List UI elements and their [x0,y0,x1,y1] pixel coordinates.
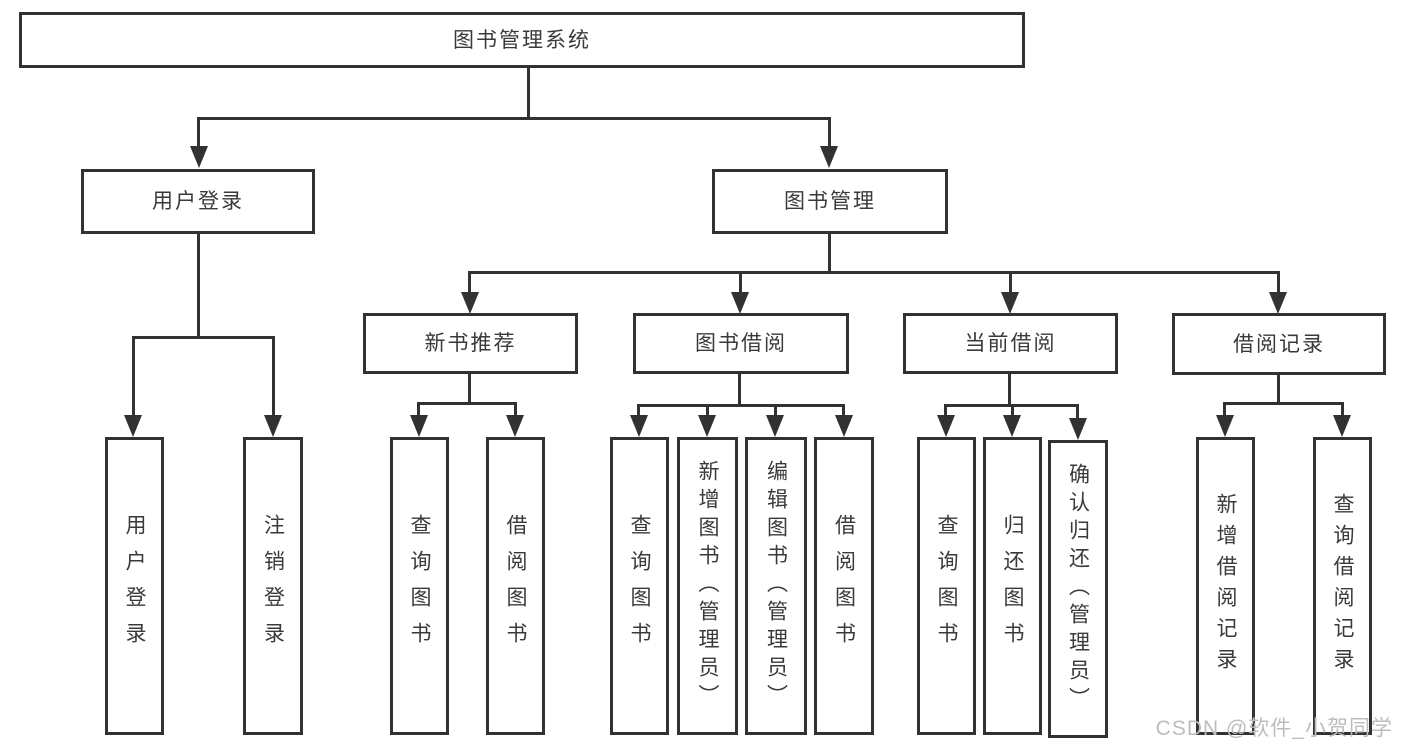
csdn-watermark: CSDN @软件_小贺同学 [1155,717,1393,740]
edge-arrowhead [698,415,716,437]
edge-line [1341,402,1344,415]
leaf-query-books-borrowing: 查询图书 [610,437,669,735]
edge-line [514,402,517,415]
edge-line [1223,402,1343,405]
edge-line [706,404,709,415]
node-borrow-records: 借阅记录 [1172,313,1386,375]
edge-arrowhead [937,415,955,437]
edge-arrowhead [461,292,479,314]
edge-line [828,234,831,274]
edge-arrowhead [1001,292,1019,314]
edge-line [197,117,200,148]
edge-arrowhead [410,415,428,437]
edge-line [1223,402,1226,415]
edge-arrowhead [630,415,648,437]
node-root: 图书管理系统 [19,12,1025,68]
edge-line [197,117,831,120]
edge-arrowhead [264,415,282,437]
edge-line [1277,271,1280,292]
edge-line [132,336,135,415]
edge-line [527,66,530,120]
edge-line [944,404,947,415]
edge-line [1076,404,1079,418]
edge-line [417,402,420,415]
edge-line [1011,404,1014,415]
leaf-confirm-return-admin: 确认归还（管理员） [1048,440,1108,738]
edge-line [828,117,831,148]
node-book-borrowing: 图书借阅 [633,313,849,374]
edge-arrowhead [190,146,208,168]
edge-arrowhead [766,415,784,437]
leaf-add-borrow-record: 新增借阅记录 [1196,437,1255,735]
edge-arrowhead [820,146,838,168]
leaf-edit-books-admin: 编辑图书（管理员） [745,437,807,735]
edge-line [842,404,845,415]
edge-arrowhead [1069,418,1087,440]
edge-arrowhead [1333,415,1351,437]
edge-line [468,374,471,405]
leaf-query-books-current: 查询图书 [917,437,976,735]
node-new-book-recommend: 新书推荐 [363,313,578,374]
edge-line [738,374,741,407]
leaf-query-borrow-record: 查询借阅记录 [1313,437,1372,735]
edge-line [272,336,275,415]
edge-line [1277,375,1280,405]
leaf-user-login: 用户登录 [105,437,164,735]
leaf-borrow-books: 借阅图书 [814,437,874,735]
edge-line [1009,271,1012,292]
edge-line [197,234,200,336]
edge-line [637,404,640,415]
leaf-add-books-admin: 新增图书（管理员） [677,437,738,735]
edge-arrowhead [124,415,142,437]
node-user-login: 用户登录 [81,169,315,234]
edge-line [417,402,517,405]
edge-line [132,336,275,339]
edge-line [1008,374,1011,407]
edge-arrowhead [506,415,524,437]
edge-line [468,271,1280,274]
node-current-borrowing: 当前借阅 [903,313,1118,374]
edge-line [739,271,742,292]
edge-arrowhead [1216,415,1234,437]
edge-arrowhead [1269,292,1287,314]
node-book-management: 图书管理 [712,169,948,234]
edge-arrowhead [731,292,749,314]
edge-line [468,271,471,292]
leaf-return-books: 归还图书 [983,437,1042,735]
edge-arrowhead [1003,415,1021,437]
edge-line [774,404,777,415]
leaf-query-books-recommend: 查询图书 [390,437,449,735]
edge-line [637,404,845,407]
leaf-borrow-books-recommend: 借阅图书 [486,437,545,735]
leaf-logout: 注销登录 [243,437,303,735]
edge-arrowhead [835,415,853,437]
